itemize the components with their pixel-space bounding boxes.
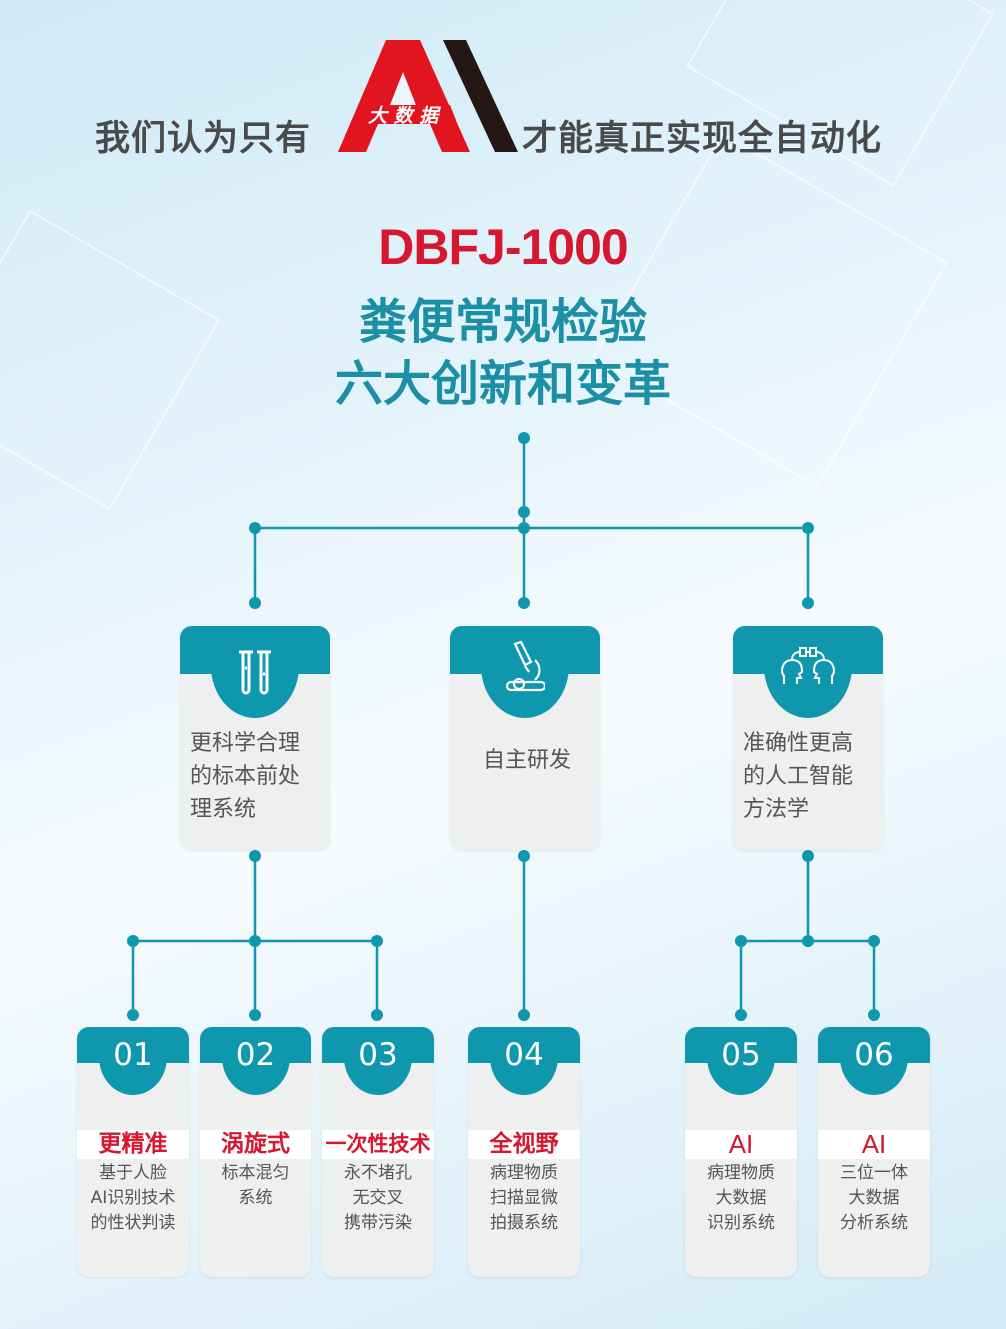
item-number: 01 [113,1037,153,1073]
category-line: 准确性更高 [743,731,854,756]
item-desc-line: AI识别技术 [90,1188,176,1208]
item-title: 一次性技术 [322,1130,434,1159]
item-title: 全视野 [468,1130,580,1159]
item-desc-line: 分析系统 [840,1213,908,1233]
category-card-self-developed: 自主研发 [450,626,600,850]
category-line: 方法学 [743,797,810,822]
item-desc-line: 病理物质 [707,1163,775,1183]
category-card-ai-methodology: 准确性更高 的人工智能 方法学 [733,626,883,850]
category-line: 自主研发 [482,748,571,773]
item-desc-line: 大数据 [848,1188,900,1208]
item-number: 03 [358,1037,398,1073]
ai-big-data-logo: 大 数 据 [338,40,518,152]
category-card-pretreatment: 更科学合理 的标本前处 理系统 [180,626,330,850]
model-title: DBFJ-1000 [378,219,628,275]
item-card-03: 03 一次性技术 永不堵孔无交叉携带污染 [322,1027,434,1277]
item-desc-line: 无交叉 [352,1188,404,1208]
headline-right: 才能真正实现全自动化 [522,119,883,159]
item-number: 02 [235,1037,276,1073]
item-title: 涡旋式 [200,1130,311,1159]
item-desc-line: 三位一体 [840,1163,908,1183]
category-line: 的标本前处 [190,764,301,789]
item-card-06: 06 AI 三位一体大数据分析系统 [818,1027,930,1277]
item-desc-line: 系统 [238,1188,273,1208]
item-desc-line: 标本混匀 [221,1163,290,1183]
subtitle-line-2: 六大创新和变革 [334,356,671,412]
item-desc-line: 扫描显微 [490,1188,558,1208]
item-card-04: 04 全视野 病理物质扫描显微拍摄系统 [468,1027,580,1277]
headline-left: 我们认为只有 [95,119,312,159]
item-desc-line: 永不堵孔 [344,1163,412,1183]
item-number: 05 [721,1037,761,1073]
item-desc-line: 病理物质 [490,1163,558,1183]
item-desc-line: 携带污染 [344,1213,412,1233]
test-tubes-icon [239,650,271,695]
item-number: 04 [504,1037,544,1073]
item-desc-line: 的性状判读 [90,1213,176,1233]
item-title: AI [685,1130,797,1159]
item-card-02: 02 涡旋式 标本混匀系统 [200,1027,311,1277]
category-line: 更科学合理 [190,731,301,756]
ai-heads-icon [781,647,835,684]
item-number: 06 [854,1037,894,1073]
item-title: AI [818,1130,930,1159]
category-line: 理系统 [190,797,257,822]
category-line: 的人工智能 [743,764,854,789]
microscope-icon [505,640,545,692]
svg-text:大 数 据: 大 数 据 [368,105,441,127]
item-desc-line: 拍摄系统 [490,1213,558,1233]
item-card-01: 01 更精准 基于人脸 AI识别技术的性状判读 [77,1027,189,1277]
item-desc-line: 识别系统 [707,1213,775,1233]
subtitle-line-1: 粪便常规检验 [358,294,647,350]
item-title: 更精准 [77,1130,189,1159]
item-desc-line: 基于人脸 [99,1163,167,1183]
item-card-05: 05 AI 病理物质大数据识别系统 [685,1027,797,1277]
item-desc-line: 大数据 [715,1188,767,1208]
